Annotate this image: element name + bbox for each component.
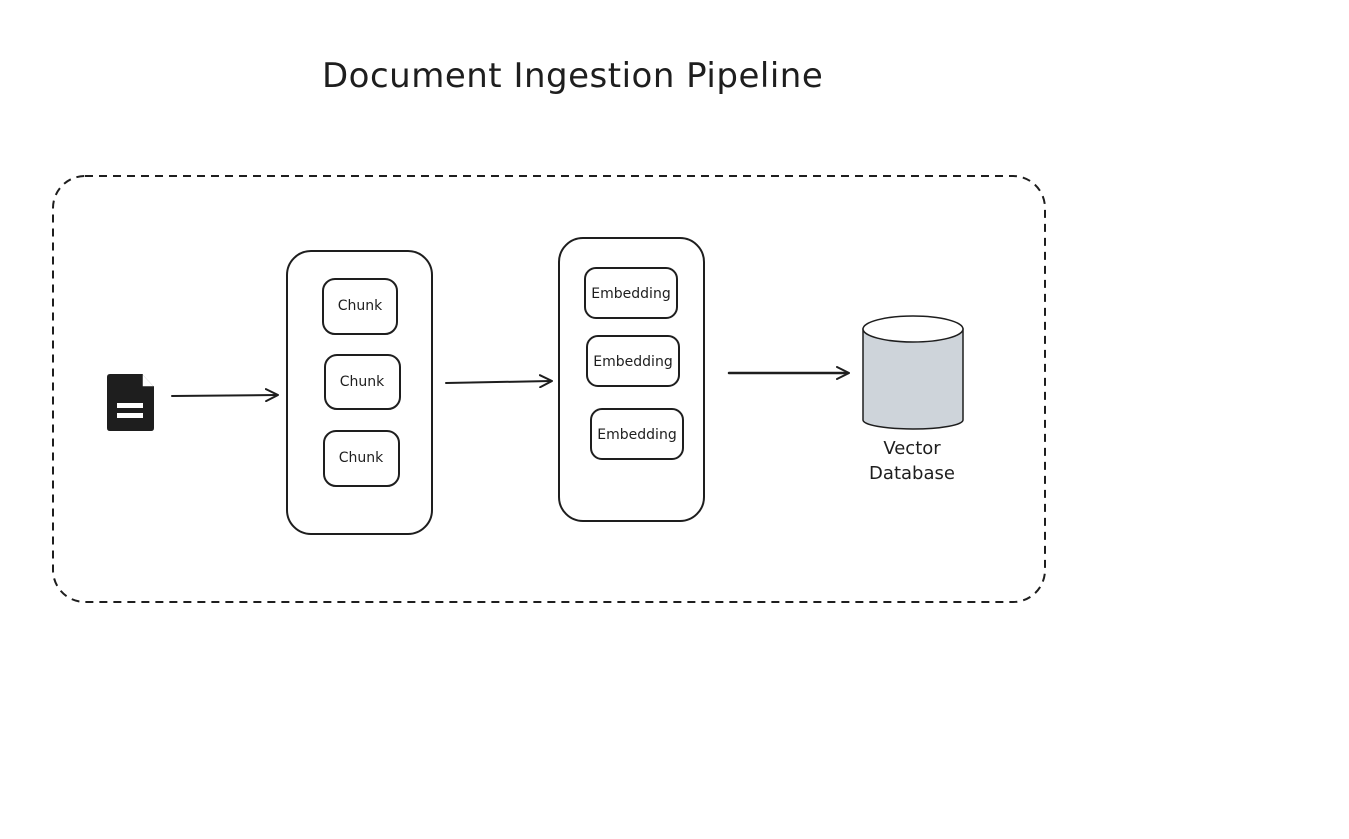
vector-database-icon[interactable]: [862, 315, 964, 430]
chunks-container[interactable]: [286, 250, 433, 535]
embedding-label: Embedding: [591, 286, 670, 302]
pipeline-boundary[interactable]: [52, 175, 1046, 603]
embedding-label: Embedding: [593, 354, 672, 370]
chunk-label: Chunk: [340, 374, 385, 390]
embedding-box[interactable]: Embedding: [584, 267, 678, 319]
database-label-line1: Vector: [883, 438, 941, 459]
chunk-box[interactable]: Chunk: [322, 278, 398, 335]
arrow-chunks-to-embeddings[interactable]: [445, 374, 553, 389]
diagram-title: Document Ingestion Pipeline: [322, 56, 824, 96]
document-file-icon[interactable]: [107, 374, 154, 431]
chunk-label: Chunk: [339, 450, 384, 466]
chunk-box[interactable]: Chunk: [323, 430, 400, 487]
embedding-label: Embedding: [597, 427, 676, 443]
embedding-box[interactable]: Embedding: [586, 335, 680, 387]
chunk-box[interactable]: Chunk: [324, 354, 401, 410]
embedding-box[interactable]: Embedding: [590, 408, 684, 460]
embeddings-container[interactable]: [558, 237, 705, 522]
database-label-line2: Database: [869, 463, 955, 484]
arrow-document-to-chunks[interactable]: [171, 388, 279, 403]
chunk-label: Chunk: [338, 298, 383, 314]
